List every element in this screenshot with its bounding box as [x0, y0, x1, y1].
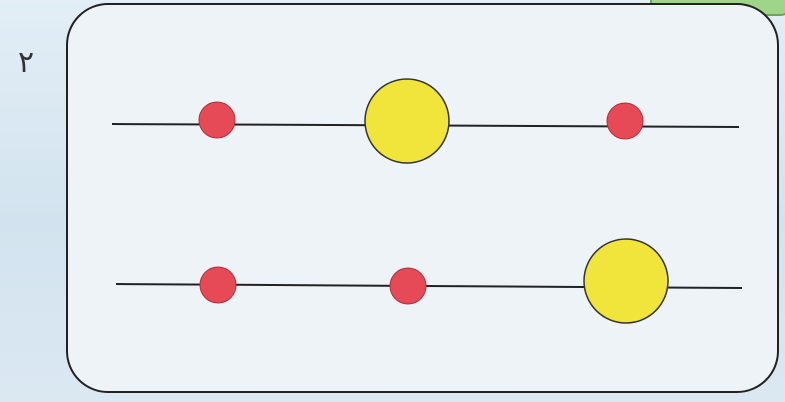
row-2-bead-1-red [199, 266, 237, 304]
exercise-number: ۲ [18, 45, 35, 80]
exercise-card [66, 3, 779, 393]
row-1-bead-2-yellow [364, 78, 450, 164]
row-2-bead-3-yellow [583, 238, 669, 324]
row-1-bead-1-red [198, 101, 236, 139]
row-1-bead-3-red [606, 102, 644, 140]
row-2 [115, 238, 743, 324]
row-2-bead-2-red [389, 267, 427, 305]
row-1 [111, 78, 740, 164]
